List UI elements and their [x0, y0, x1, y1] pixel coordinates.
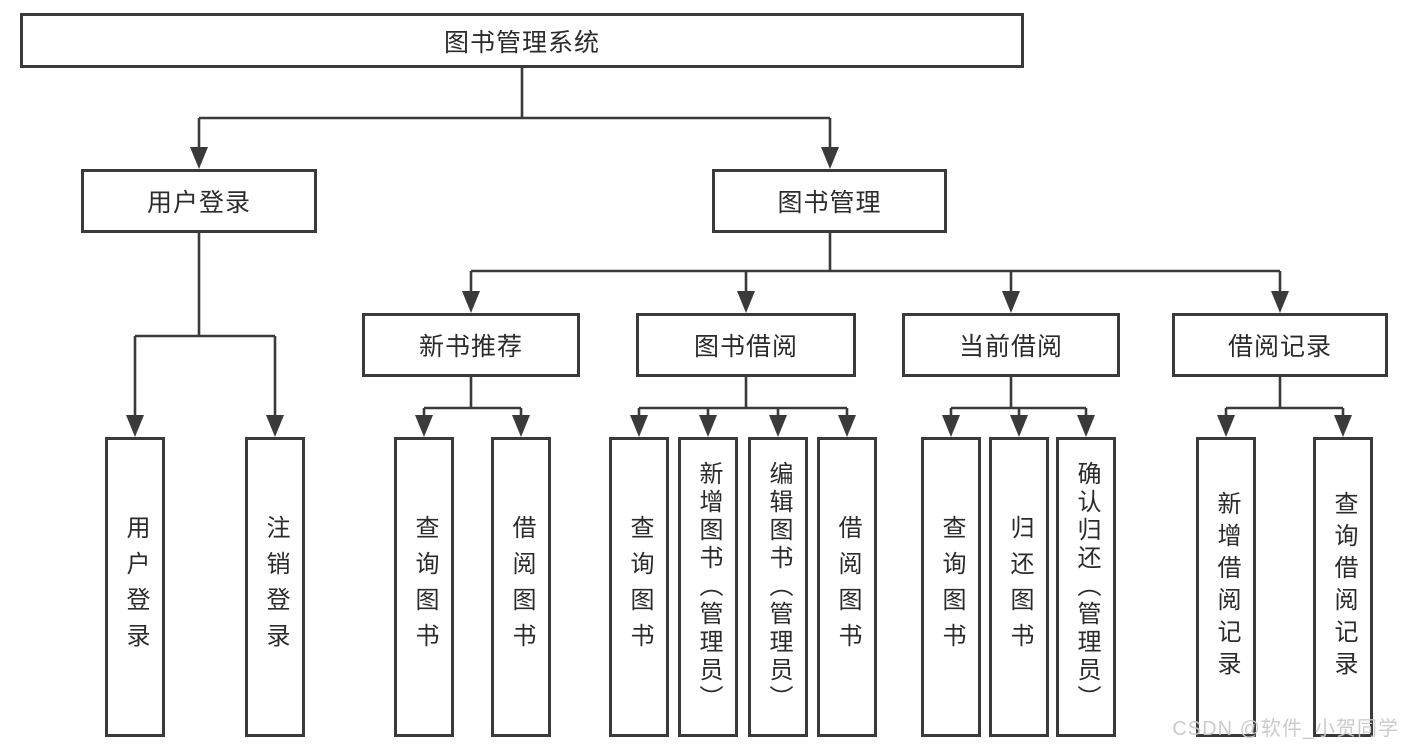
node-leaf-borrow-edit: 编辑图书（管理员）: [748, 437, 808, 737]
node-leaf-logout-label: 注销登录: [262, 515, 289, 659]
connector-records-to-leaves: [1217, 377, 1352, 437]
node-leaf-current-return-label: 归还图书: [1006, 515, 1033, 659]
node-leaf-current-query-label: 查询图书: [938, 515, 965, 659]
connector-root-to-level2: [190, 68, 839, 169]
node-leaf-borrow-query: 查询图书: [609, 437, 669, 737]
node-leaf-logout: 注销登录: [245, 437, 305, 737]
node-current-borrow: 当前借阅: [902, 313, 1120, 377]
node-leaf-records-add-label: 新增借阅记录: [1213, 491, 1240, 683]
node-leaf-records-query-label: 查询借阅记录: [1330, 491, 1357, 683]
node-book-borrow-label: 图书借阅: [693, 333, 798, 361]
node-user-login: 用户登录: [81, 169, 317, 233]
node-leaf-user-login-label: 用户登录: [122, 515, 149, 659]
node-leaf-current-confirm-label: 确认归还（管理员）: [1073, 461, 1100, 713]
node-leaf-borrow-borrow-label: 借阅图书: [834, 515, 861, 659]
node-leaf-newbooks-borrow-label: 借阅图书: [508, 515, 535, 659]
node-leaf-records-add: 新增借阅记录: [1196, 437, 1256, 737]
node-book-mgmt-label: 图书管理: [777, 189, 882, 217]
node-book-borrow: 图书借阅: [636, 313, 856, 377]
node-leaf-borrow-edit-label: 编辑图书（管理员）: [765, 461, 792, 713]
node-current-borrow-label: 当前借阅: [958, 333, 1063, 361]
node-leaf-borrow-query-label: 查询图书: [626, 515, 653, 659]
connector-newbooks-to-leaves: [415, 377, 530, 437]
node-new-books: 新书推荐: [362, 313, 580, 377]
node-borrow-records-label: 借阅记录: [1227, 333, 1332, 361]
node-new-books-label: 新书推荐: [418, 333, 523, 361]
node-borrow-records: 借阅记录: [1172, 313, 1388, 377]
connector-borrow-to-leaves: [630, 377, 856, 437]
node-book-mgmt: 图书管理: [712, 169, 947, 233]
node-leaf-current-confirm: 确认归还（管理员）: [1056, 437, 1116, 737]
connector-login-to-leaves: [126, 233, 284, 437]
node-leaf-user-login: 用户登录: [105, 437, 165, 737]
node-leaf-borrow-borrow: 借阅图书: [817, 437, 877, 737]
node-leaf-newbooks-query-label: 查询图书: [411, 515, 438, 659]
node-leaf-borrow-add-label: 新增图书（管理员）: [695, 461, 722, 713]
node-leaf-newbooks-borrow: 借阅图书: [491, 437, 551, 737]
node-leaf-current-query: 查询图书: [921, 437, 981, 737]
node-leaf-borrow-add: 新增图书（管理员）: [678, 437, 738, 737]
csdn-watermark: CSDN @软件_小贺同学: [1172, 718, 1399, 740]
connector-mgmt-to-level3: [462, 233, 1289, 313]
connector-current-to-leaves: [942, 377, 1095, 437]
node-leaf-current-return: 归还图书: [989, 437, 1049, 737]
node-root: 图书管理系统: [20, 13, 1024, 68]
node-leaf-newbooks-query: 查询图书: [394, 437, 454, 737]
node-leaf-records-query: 查询借阅记录: [1313, 437, 1373, 737]
node-root-label: 图书管理系统: [443, 28, 600, 57]
node-user-login-label: 用户登录: [146, 189, 251, 217]
